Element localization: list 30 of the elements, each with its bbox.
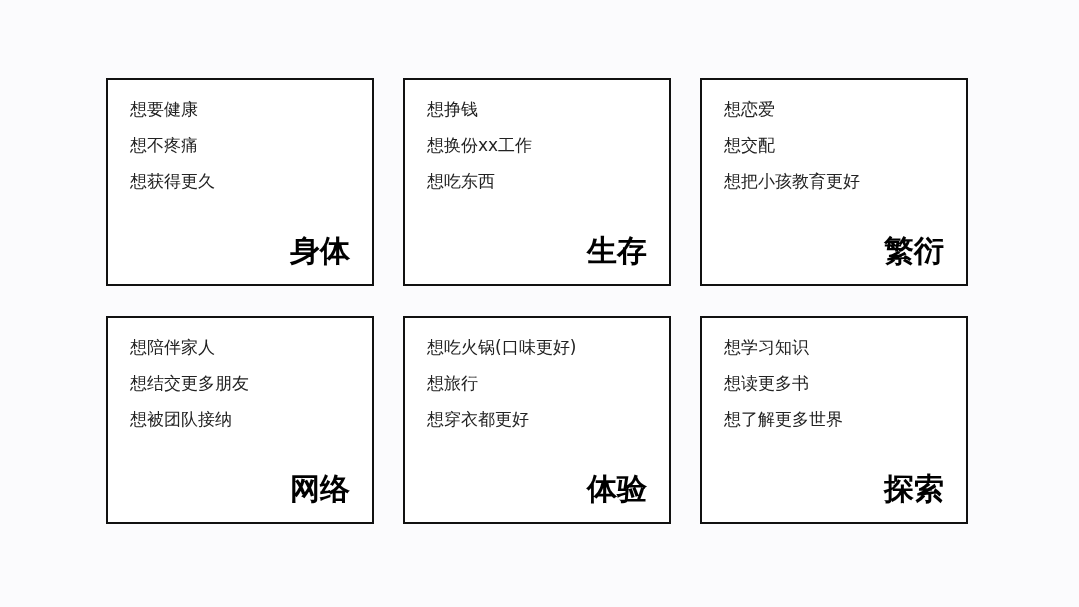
wish-text: 想获得更久 (130, 170, 215, 193)
wish-text: 想结交更多朋友 (130, 372, 249, 395)
category-card (403, 316, 671, 524)
wish-text: 想吃火锅(口味更好) (427, 336, 577, 359)
wish-text: 想吃东西 (427, 170, 495, 193)
card-heading: 繁衍 (884, 232, 944, 270)
wish-text: 想挣钱 (427, 98, 478, 121)
wish-text: 想恋爱 (724, 98, 775, 121)
wish-text: 想换份xx工作 (427, 134, 533, 157)
wish-text: 想读更多书 (724, 372, 809, 395)
wish-text: 想不疼痛 (130, 134, 198, 157)
category-card (700, 316, 968, 524)
wish-text: 想被团队接纳 (130, 408, 232, 431)
category-card (106, 316, 374, 524)
wish-text: 想穿衣都更好 (427, 408, 529, 431)
wish-text: 想了解更多世界 (724, 408, 843, 431)
wish-text: 想交配 (724, 134, 775, 157)
card-heading: 体验 (587, 470, 647, 508)
category-card (403, 78, 671, 286)
card-heading: 生存 (587, 232, 647, 270)
card-heading: 网络 (290, 470, 350, 508)
wish-text: 想陪伴家人 (130, 336, 215, 359)
card-heading: 身体 (290, 232, 350, 270)
wish-text: 想学习知识 (724, 336, 809, 359)
category-card (106, 78, 374, 286)
wish-text: 想把小孩教育更好 (724, 170, 860, 193)
wish-text: 想要健康 (130, 98, 198, 121)
card-heading: 探索 (884, 470, 944, 508)
wish-text: 想旅行 (427, 372, 478, 395)
category-card (700, 78, 968, 286)
